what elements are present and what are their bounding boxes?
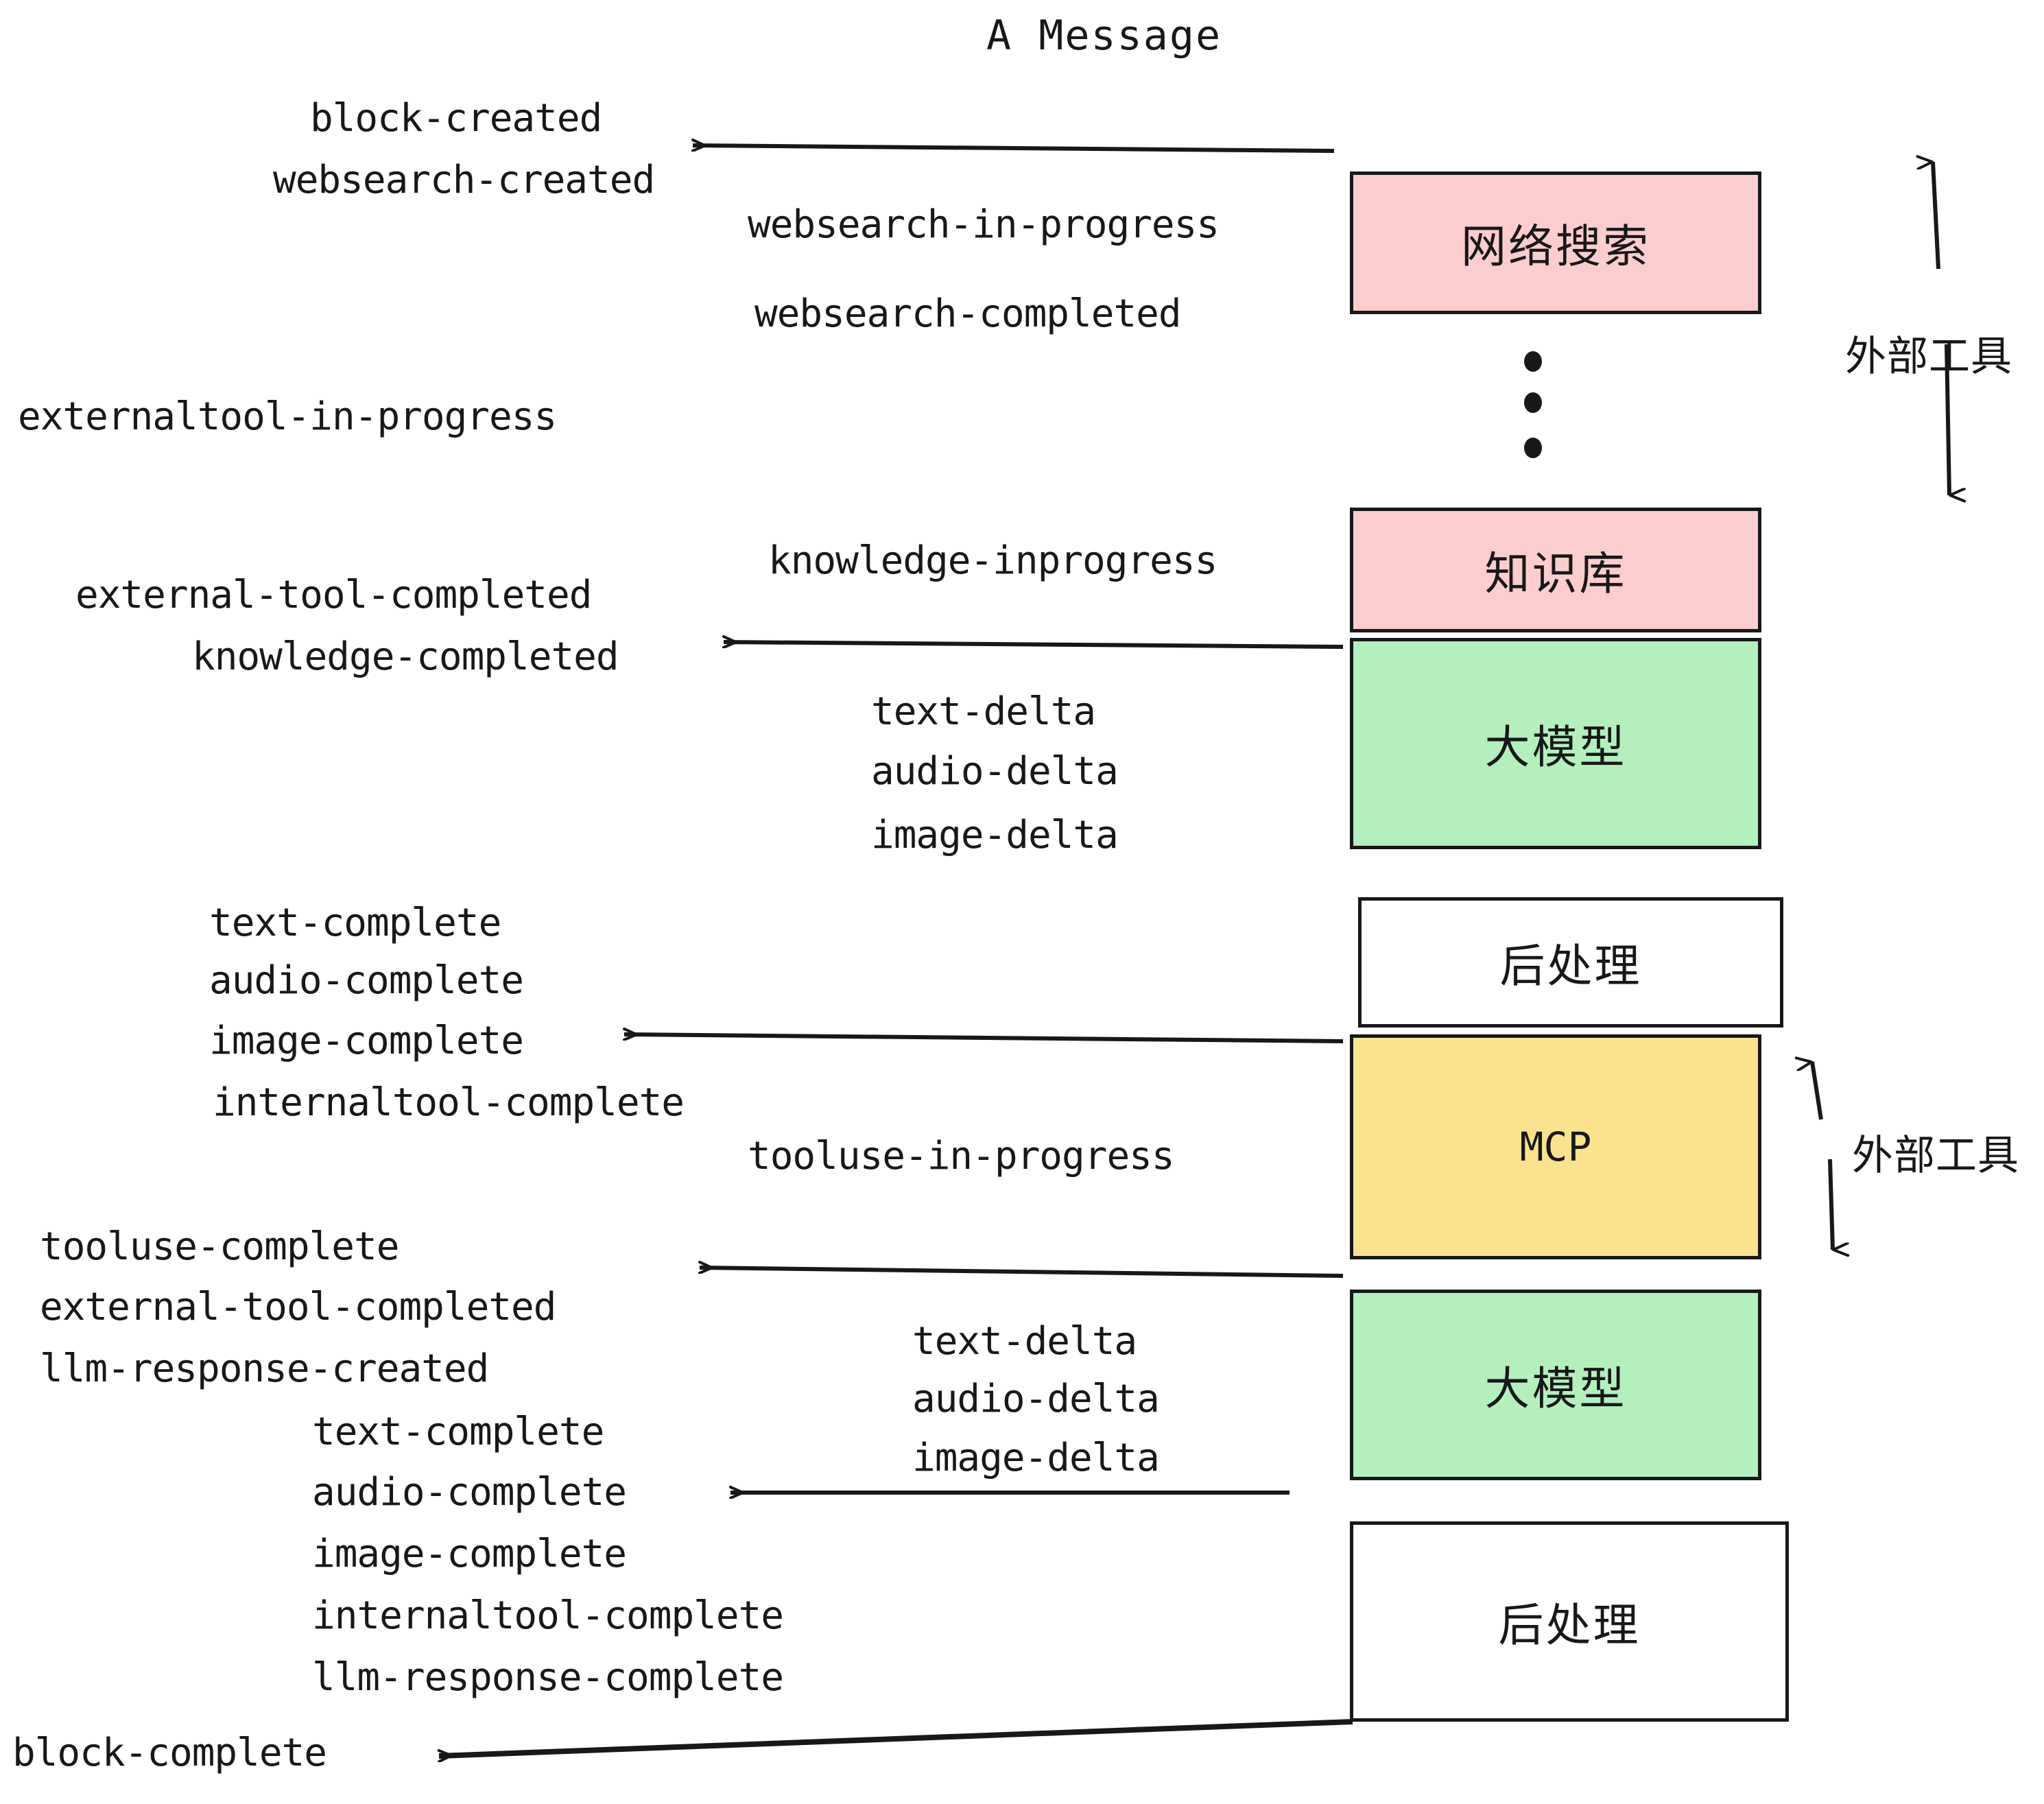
event-label-text-complete-1: text-complete: [209, 901, 501, 945]
ellipsis-dot: [1524, 438, 1542, 458]
ellipsis-dot: [1524, 351, 1542, 372]
event-label-image-delta-1: image-delta: [871, 813, 1119, 857]
event-label-text-delta-2: text-delta: [912, 1319, 1137, 1364]
event-label-audio-delta-2: audio-delta: [912, 1377, 1160, 1421]
event-label-audio-complete-1: audio-complete: [209, 958, 524, 1003]
external-tools-arrow-down-bottom: [1828, 1159, 1833, 1250]
ellipsis-dot: [1524, 392, 1542, 413]
event-label-websearch-created: websearch-created: [273, 158, 655, 202]
side-label-external-tools-top: 外部工具: [1845, 333, 2012, 381]
event-label-image-complete-1: image-complete: [209, 1019, 524, 1063]
event-label-knowledge-completed: knowledge-completed: [192, 634, 619, 679]
event-label-audio-complete-2: audio-complete: [312, 1470, 627, 1515]
arrow-postprocess-to-block-complete: [439, 1719, 1353, 1756]
event-label-image-complete-2: image-complete: [312, 1532, 627, 1576]
arrow-mcp-to-image-complete: [624, 1034, 1344, 1043]
process-box-label: 网络搜索: [1461, 220, 1650, 273]
event-label-websearch-completed: websearch-completed: [754, 292, 1182, 336]
diagram-title: A Message: [986, 12, 1222, 60]
process-box-llm-upper[interactable]: 大模型: [1350, 638, 1761, 849]
process-box-mcp[interactable]: MCP: [1350, 1034, 1761, 1259]
event-label-audio-delta-1: audio-delta: [871, 749, 1119, 794]
event-label-knowledge-inprogress: knowledge-inprogress: [768, 538, 1217, 583]
event-label-tooluse-in-progress: tooluse-in-progress: [748, 1134, 1175, 1178]
process-box-label: 大模型: [1484, 1362, 1627, 1415]
event-label-text-delta-1: text-delta: [871, 689, 1096, 734]
process-box-label: 知识库: [1484, 547, 1627, 600]
arrow-websearch-to-block-created: [693, 145, 1335, 153]
event-label-llm-response-complete: llm-response-complete: [312, 1655, 784, 1700]
process-box-label: 后处理: [1498, 1599, 1641, 1652]
external-tools-arrow-up-bottom: [1812, 1062, 1823, 1120]
event-label-tooluse-complete: tooluse-complete: [40, 1224, 399, 1269]
process-box-llm-lower[interactable]: 大模型: [1350, 1290, 1761, 1480]
side-label-external-tools-bottom: 外部工具: [1852, 1132, 2019, 1180]
event-label-text-complete-2: text-complete: [312, 1410, 604, 1454]
process-box-postprocess-lower[interactable]: 后处理: [1350, 1521, 1789, 1722]
event-label-internaltool-complete-1: internaltool-complete: [213, 1080, 685, 1125]
process-box-label: 大模型: [1484, 721, 1627, 774]
process-box-label: MCP: [1519, 1124, 1592, 1170]
event-label-externaltool-in-progress: externaltool-in-progress: [18, 394, 557, 439]
event-label-external-tool-completed-2: external-tool-completed: [40, 1285, 556, 1329]
event-label-block-created: block-created: [310, 96, 602, 141]
process-box-label: 后处理: [1499, 940, 1642, 993]
process-box-knowledge[interactable]: 知识库: [1350, 508, 1761, 632]
arrow-llm-to-knowledge-completed: [724, 642, 1344, 649]
event-label-block-complete: block-complete: [12, 1731, 327, 1775]
event-label-image-delta-2: image-delta: [912, 1436, 1160, 1480]
arrow-llm-to-tooluse-complete: [700, 1268, 1344, 1278]
event-label-internaltool-complete-2: internaltool-complete: [312, 1593, 784, 1638]
external-tools-arrow-up-top: [1933, 162, 1940, 270]
process-box-postprocess-upper[interactable]: 后处理: [1358, 897, 1783, 1028]
process-box-websearch[interactable]: 网络搜索: [1350, 171, 1761, 314]
event-label-websearch-in-progress: websearch-in-progress: [748, 202, 1220, 247]
event-label-external-tool-completed-1: external-tool-completed: [75, 573, 592, 617]
event-label-llm-response-created: llm-response-created: [40, 1346, 489, 1391]
